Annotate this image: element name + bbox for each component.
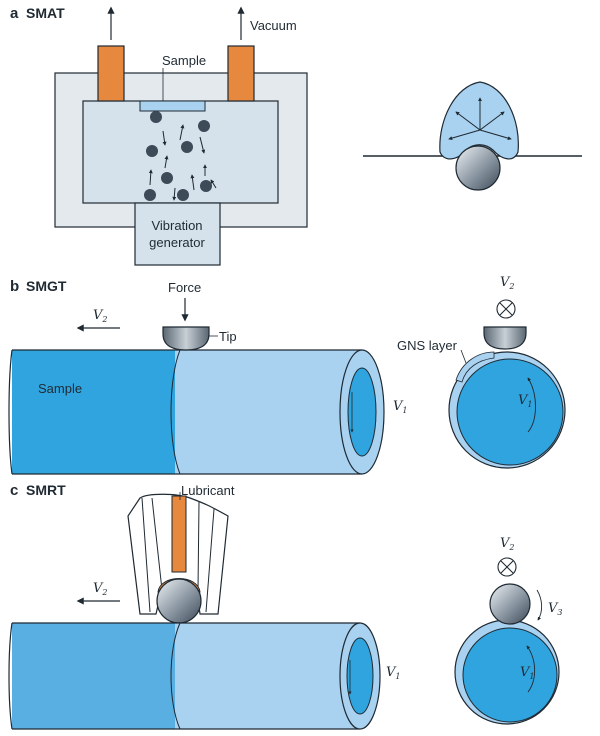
velocity-v2-label-b: V2 <box>93 308 107 324</box>
gns-layer-label: GNS layer <box>397 338 458 353</box>
rotation-arc-c-ball <box>536 589 543 621</box>
panel-a: a SMAT Vacuum Sample Vibration generator <box>10 5 582 266</box>
generator-label-1: Vibration <box>151 218 202 233</box>
rolling-ball <box>156 578 202 624</box>
force-label: Force <box>168 280 201 295</box>
rotation-arc-c <box>526 645 536 693</box>
rod-boundary-c <box>170 622 181 730</box>
panel-a-title: SMAT <box>26 5 65 21</box>
tip-label: Tip <box>219 329 237 344</box>
vacuum-port-left <box>97 45 125 102</box>
velocity-v2-label-c: V2 <box>93 581 107 597</box>
shot-ball <box>200 180 212 192</box>
panel-c: c SMRT Lubricant V2 V1 V2 <box>8 482 562 730</box>
vacuum-port-right <box>227 45 255 102</box>
velocity-v1-label-b: V1 <box>393 399 407 415</box>
velocity-v2-label-c-right: V2 <box>500 536 514 552</box>
lubricant-channel <box>171 495 187 573</box>
velocity-v3-label: V3 <box>548 601 562 617</box>
shot-ball <box>144 189 156 201</box>
shot-ball <box>150 111 162 123</box>
cross-section-core-c <box>462 627 558 723</box>
velocity-v1-label-b-right: V1 <box>518 393 532 409</box>
rotation-arc-b <box>527 377 536 433</box>
rod-left-end-c <box>8 622 13 730</box>
rod-left-end <box>8 349 13 475</box>
rod-end-core-c <box>346 637 374 715</box>
panel-a-letter: a <box>10 5 19 22</box>
lubricant-label: Lubricant <box>181 483 235 498</box>
gradient-tip <box>162 326 210 351</box>
shot-balls <box>144 111 212 201</box>
velocity-v2-label-b-right: V2 <box>500 275 514 291</box>
gns-leader <box>460 349 467 364</box>
sample-rod-light-c <box>175 623 360 729</box>
rod-end-core <box>347 367 377 457</box>
panel-b-letter: b <box>10 278 19 295</box>
velocity-v1-label-c: V1 <box>386 665 400 681</box>
shot-ball <box>177 189 189 201</box>
shot-motion-arrows <box>148 124 217 201</box>
sample-label-b: Sample <box>38 381 82 396</box>
generator-label-2: generator <box>149 235 205 250</box>
gradient-tip-side <box>483 326 527 350</box>
sample-rod-light <box>175 350 362 474</box>
impact-ball <box>455 145 501 191</box>
panel-b: b SMGT V2 Force Sample V1 Tip V2 <box>8 275 566 475</box>
sample-rod-dark <box>12 350 180 474</box>
stress-arrows <box>448 97 512 141</box>
vacuum-label: Vacuum <box>250 18 297 33</box>
velocity-v1-label-c-right: V1 <box>520 665 534 681</box>
smat-sample <box>139 100 206 112</box>
panel-c-letter: c <box>10 482 18 499</box>
smat-chamber <box>82 100 279 204</box>
into-page-symbol-b <box>496 299 516 319</box>
into-page-symbol-c <box>497 557 517 577</box>
sample-label-a: Sample <box>162 53 206 68</box>
shot-ball <box>146 145 158 157</box>
sample-rod-mid-c <box>12 623 180 729</box>
vibration-generator <box>134 202 221 266</box>
shot-ball <box>161 172 173 184</box>
panel-c-title: SMRT <box>26 482 66 498</box>
rolling-ball-side <box>489 583 531 625</box>
rod-boundary <box>170 349 181 475</box>
shot-ball <box>181 141 193 153</box>
panel-b-title: SMGT <box>26 278 67 294</box>
gns-layer <box>455 351 495 383</box>
shot-ball <box>198 120 210 132</box>
cross-section-core-b <box>456 358 564 466</box>
